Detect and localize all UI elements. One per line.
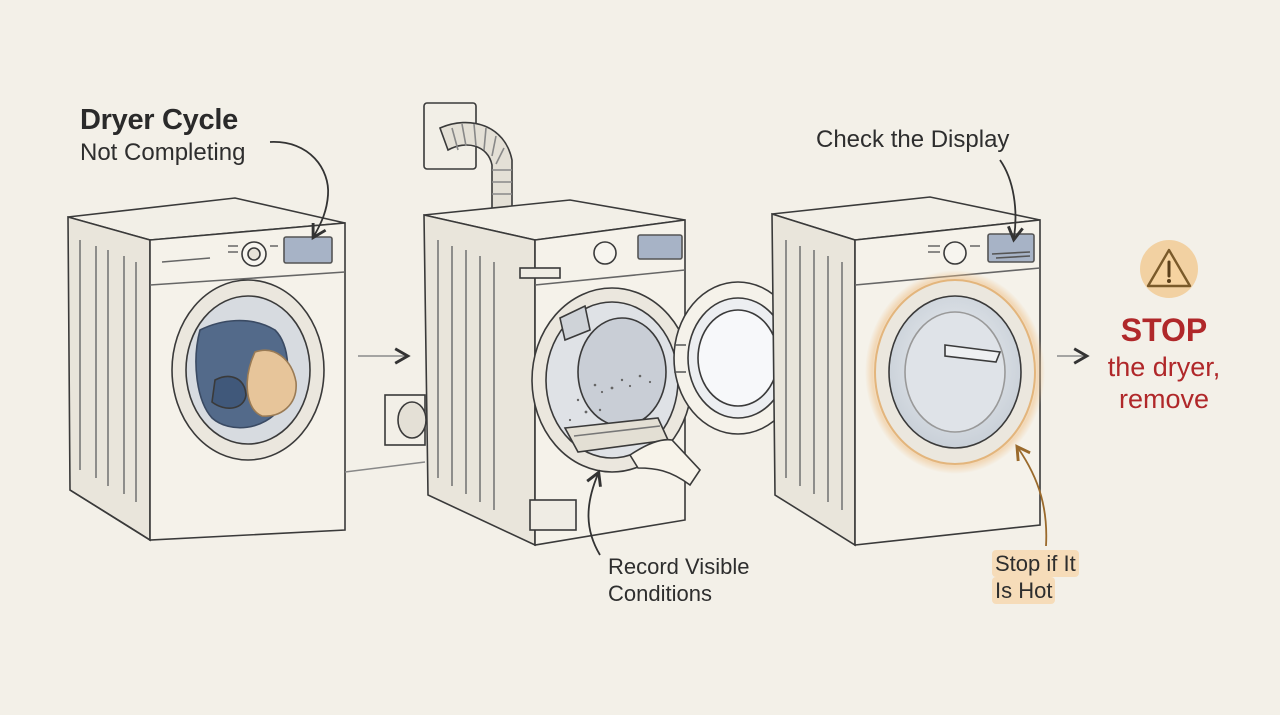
- step-check-display-label: Check the Display: [816, 126, 1010, 153]
- hot-line-2: Is Hot: [992, 577, 1056, 604]
- dryer-2: [344, 102, 803, 547]
- record-line-2: Conditions: [608, 581, 712, 606]
- stop-line-1: the dryer,: [1107, 352, 1221, 382]
- record-line-1: Record Visible: [608, 554, 750, 579]
- step-record-conditions-label: Record Visible Conditions: [608, 553, 749, 607]
- dryer-1: [67, 197, 346, 542]
- curved-pointer-arrow-icon: [586, 469, 602, 556]
- step-stop-if-hot-label: Stop if It Is Hot: [992, 550, 1079, 604]
- dryer-3: [771, 196, 1045, 547]
- curved-pointer-arrow-icon: [269, 141, 329, 241]
- diagram-title: Dryer Cycle: [80, 104, 238, 136]
- curved-pointer-arrow-icon: [1015, 444, 1048, 547]
- stop-line-2: remove: [1118, 384, 1210, 414]
- warning-icon: [1140, 240, 1198, 298]
- stop-heading: STOP: [1120, 312, 1208, 348]
- hot-line-1: Stop if It: [992, 550, 1079, 577]
- diagram-subtitle: Not Completing: [80, 139, 246, 166]
- curved-pointer-arrow-icon: [999, 159, 1024, 243]
